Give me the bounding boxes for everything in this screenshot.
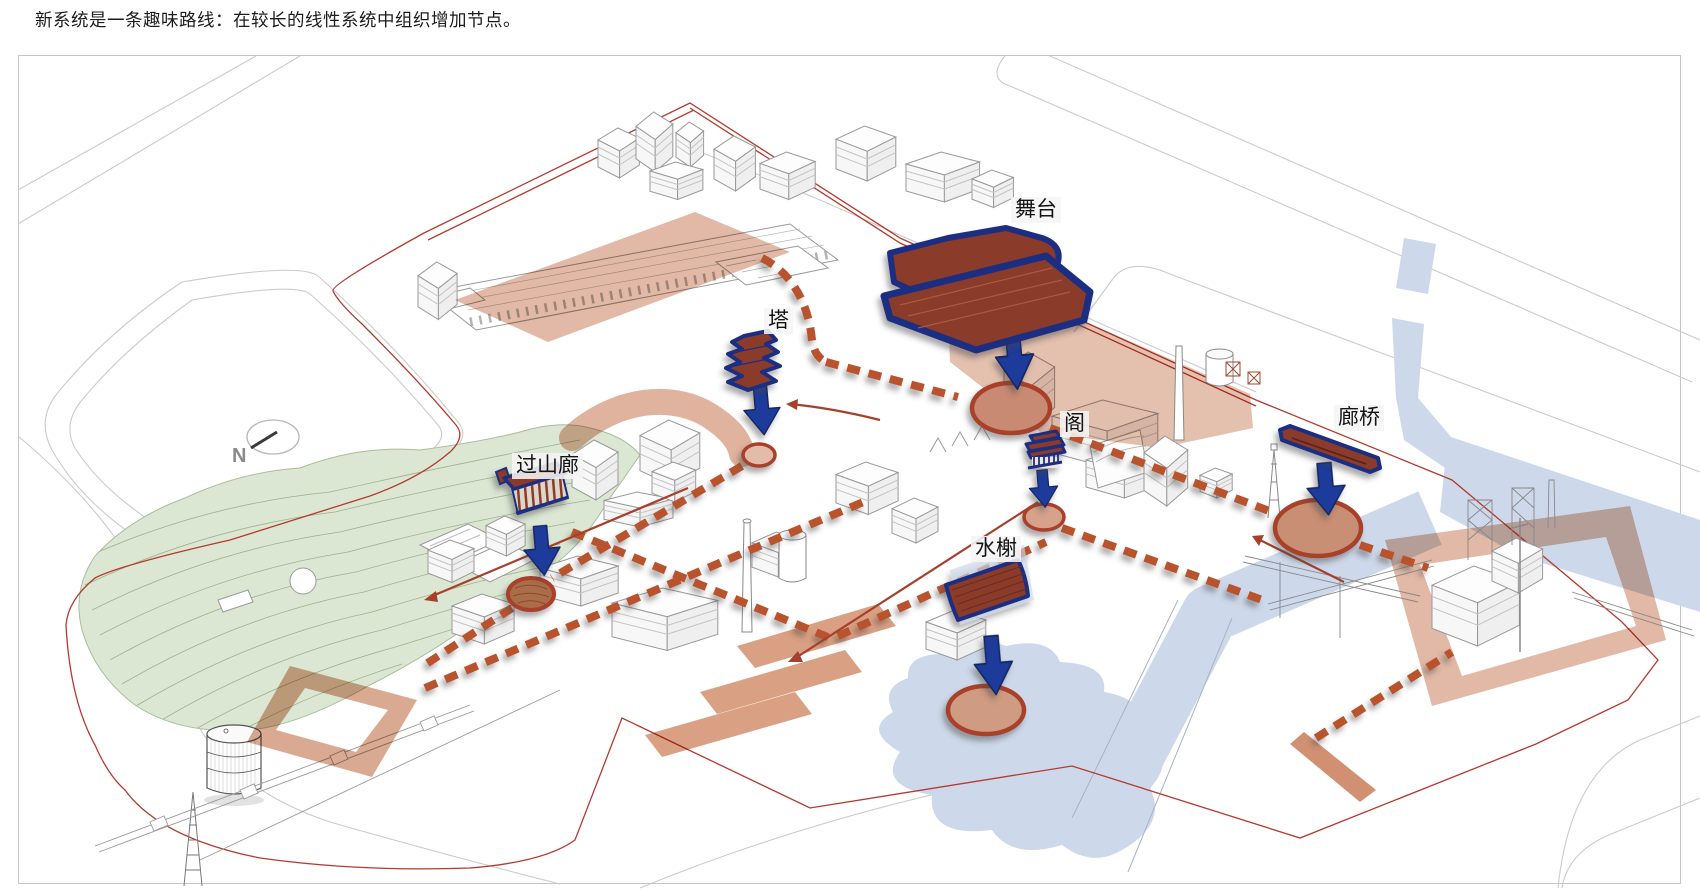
compass-needle-icon	[250, 430, 278, 450]
direction-arrows	[424, 399, 1345, 662]
compass-north-label: N	[232, 445, 247, 467]
pole	[1511, 518, 1529, 652]
gallery-bridge-icon	[1278, 424, 1382, 474]
water-pavilion-icon	[944, 545, 1034, 625]
wide-ramp-band	[559, 388, 755, 467]
north-plane	[455, 212, 790, 342]
conveyor-gallery	[94, 689, 561, 861]
route-dashed-paths	[417, 254, 1455, 742]
node-label-gallery-bridge: 廊桥	[1334, 405, 1384, 432]
mountain-gallery-landing	[506, 576, 556, 612]
node-icons	[494, 225, 1382, 625]
landing-nodes	[506, 380, 1364, 737]
ramp-bar	[1290, 732, 1376, 802]
stage-icon	[880, 225, 1094, 354]
hill-terrain	[78, 424, 641, 732]
node-label-tower: 塔	[764, 308, 793, 335]
caption-text: 新系统是一条趣味路线：在较长的线性系统中组织增加节点。	[35, 10, 521, 30]
node-label-pavilion: 阁	[1060, 411, 1089, 438]
node-label-mountain-gallery: 过山廊	[512, 453, 583, 480]
down-arrow-icon	[1027, 468, 1061, 510]
stage-landing	[969, 380, 1053, 436]
southwest-loop	[247, 666, 417, 777]
node-label-stage: 舞台	[1011, 197, 1061, 224]
compass	[246, 419, 300, 455]
down-arrow-icon	[741, 384, 783, 437]
gallery-bridge-landing	[1272, 497, 1364, 559]
compass-ring	[246, 419, 300, 455]
strip-3	[645, 692, 812, 757]
mountain-gallery-icon	[494, 461, 570, 516]
sphere-tank	[289, 567, 317, 595]
mast-near-bridge	[1267, 443, 1281, 519]
strip-2	[700, 650, 862, 714]
tower-landing	[741, 442, 777, 468]
node-label-water-pavilion: 水榭	[971, 536, 1021, 563]
water-pavilion-landing	[945, 683, 1027, 737]
furnace-loop	[1385, 506, 1666, 706]
lattice-mast	[183, 791, 203, 887]
pavilion-landing	[1022, 502, 1066, 532]
pavilion-icon	[1024, 429, 1067, 470]
tower-icon	[724, 329, 782, 392]
